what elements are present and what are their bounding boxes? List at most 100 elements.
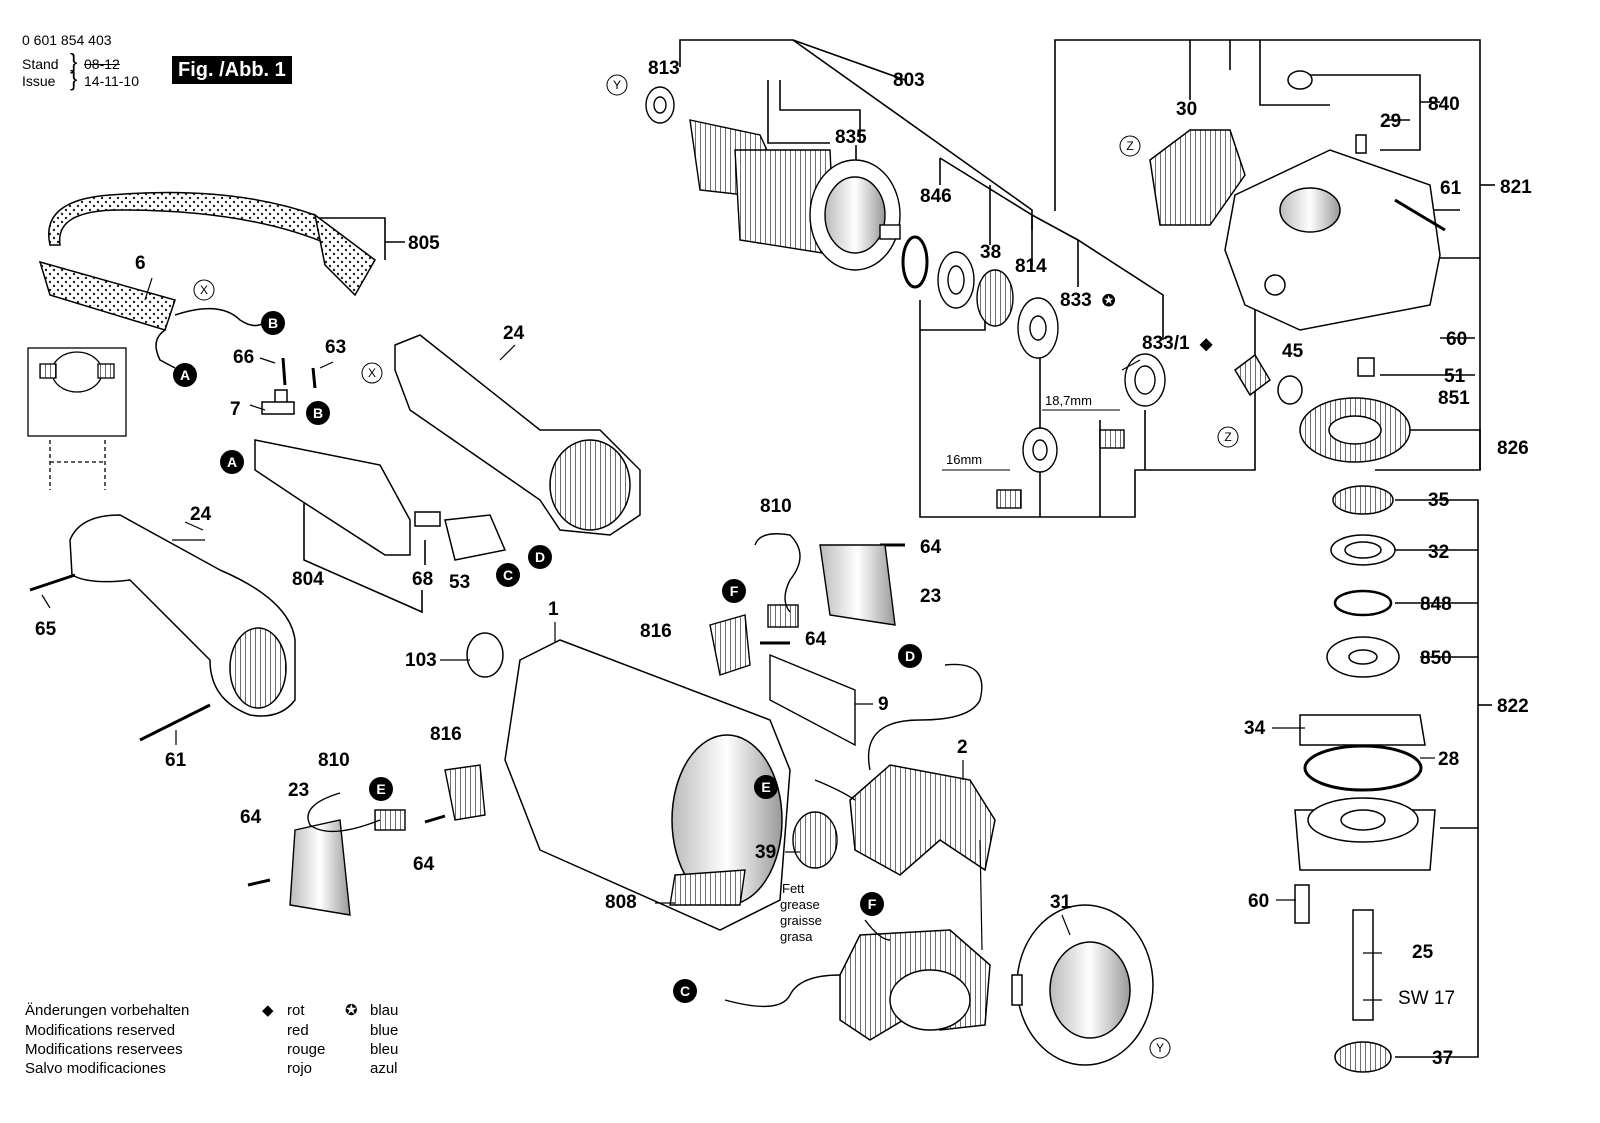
callout-816b: 816 <box>430 724 462 745</box>
callout-810b: 810 <box>318 750 350 771</box>
wires <box>307 533 983 1008</box>
callout-64d: 64 <box>413 854 435 875</box>
svg-text:Z: Z <box>1126 139 1133 153</box>
ref-x-2: X <box>361 362 383 384</box>
callout-23a: 23 <box>920 586 941 607</box>
connector-b-1: B <box>261 311 285 335</box>
svg-text:E: E <box>761 779 770 795</box>
callout-39: 39 <box>755 842 776 863</box>
red-word-en: red <box>287 1022 309 1039</box>
callout-850: 850 <box>1420 648 1452 669</box>
stand-date: 08-12 <box>84 56 120 72</box>
brace-glyph: } <box>70 49 78 74</box>
callout-821: 821 <box>1500 177 1532 198</box>
footer-note-de: Änderungen vorbehalten <box>25 1002 190 1019</box>
callout-35: 35 <box>1428 490 1450 511</box>
callout-803: 803 <box>893 70 925 91</box>
callout-103: 103 <box>405 650 437 671</box>
callout-846: 846 <box>920 186 952 207</box>
blue-star-symbol: ✪ <box>1102 293 1116 310</box>
callout-24a: 24 <box>503 323 525 344</box>
connector-d-2: D <box>898 644 922 668</box>
callout-1: 1 <box>548 599 559 620</box>
ref-x-1: X <box>193 279 215 301</box>
svg-text:C: C <box>680 983 690 999</box>
callout-38: 38 <box>980 242 1001 263</box>
connector-e-1: E <box>369 777 393 801</box>
callout-848: 848 <box>1420 594 1452 615</box>
red-word-fr: rouge <box>287 1041 326 1058</box>
callout-851: 851 <box>1438 388 1470 409</box>
connector-d-1: D <box>528 545 552 569</box>
callout-25: 25 <box>1412 942 1434 963</box>
svg-text:D: D <box>905 648 915 664</box>
armature-835 <box>645 86 901 271</box>
callout-29: 29 <box>1380 111 1401 132</box>
callout-835: 835 <box>835 127 867 148</box>
callout-814: 814 <box>1015 256 1047 277</box>
blue-symbol-legend: ✪ <box>345 1002 358 1019</box>
svg-text:C: C <box>503 567 513 583</box>
callout-30: 30 <box>1176 99 1197 120</box>
brush-parts <box>289 544 896 916</box>
issue-date: 14-11-10 <box>84 73 140 89</box>
connector-a-2: A <box>220 450 244 474</box>
footer-note-es: Salvo modificaciones <box>25 1060 166 1077</box>
blue-word-es: azul <box>370 1060 398 1077</box>
callout-813: 813 <box>648 58 680 79</box>
endshield-31 <box>1011 904 1154 1066</box>
callout-810a: 810 <box>760 496 792 517</box>
red-word-de: rot <box>287 1002 305 1019</box>
callout-24b: 24 <box>190 504 212 525</box>
svg-text:Y: Y <box>613 78 621 92</box>
callout-31: 31 <box>1050 892 1072 913</box>
grease-es: grasa <box>780 929 813 944</box>
callouts: 813 803 835 846 38 814 833 833/1 30 840 … <box>35 58 1532 1069</box>
connector-b-2: B <box>306 401 330 425</box>
connector-f-1: F <box>722 579 746 603</box>
callout-804: 804 <box>292 569 324 590</box>
callout-66: 66 <box>233 347 254 368</box>
callout-37: 37 <box>1432 1048 1453 1069</box>
ref-z-1: Z <box>1119 135 1141 157</box>
connector-markers: A A B B C C D D E E F F <box>173 311 922 1003</box>
svg-text:E: E <box>376 781 385 797</box>
callout-840: 840 <box>1428 94 1460 115</box>
callout-2: 2 <box>957 737 968 758</box>
callout-51: 51 <box>1444 366 1466 387</box>
gear-housing-821 <box>1149 70 1441 463</box>
callout-sw17: SW 17 <box>1398 988 1455 1009</box>
blue-word-de: blau <box>370 1002 399 1019</box>
callout-64a: 64 <box>920 537 942 558</box>
svg-text:X: X <box>200 283 208 297</box>
callout-32: 32 <box>1428 542 1449 563</box>
grease-en: grease <box>780 897 820 912</box>
spindle-stack <box>1294 485 1436 1073</box>
connector-e-2: E <box>754 775 778 799</box>
grease-de: Fett <box>782 881 805 896</box>
wiring-schematic <box>27 347 127 490</box>
svg-text:A: A <box>180 367 190 383</box>
connector-a-1: A <box>173 363 197 387</box>
footer-note-fr: Modifications reservees <box>25 1041 183 1058</box>
callout-61a: 61 <box>1440 178 1462 199</box>
svg-text:D: D <box>535 549 545 565</box>
callout-65: 65 <box>35 619 57 640</box>
callout-60a: 60 <box>1446 329 1467 350</box>
callout-61b: 61 <box>165 750 187 771</box>
motor-housing-1 <box>466 632 791 931</box>
callout-68: 68 <box>412 569 433 590</box>
switch-804 <box>254 389 507 561</box>
callout-53: 53 <box>449 572 470 593</box>
red-word-es: rojo <box>287 1060 313 1077</box>
svg-text:F: F <box>730 583 739 599</box>
part-number: 0 601 854 403 <box>22 32 112 48</box>
field-coil-2 <box>839 764 996 1041</box>
callout-805: 805 <box>408 233 440 254</box>
side-handle-24 <box>69 514 296 717</box>
callout-7: 7 <box>230 399 241 420</box>
reference-markers: X X Y Y Z Z <box>193 74 1239 1059</box>
connector-c-2: C <box>673 979 697 1003</box>
red-symbol-legend: ◆ <box>262 1002 274 1019</box>
